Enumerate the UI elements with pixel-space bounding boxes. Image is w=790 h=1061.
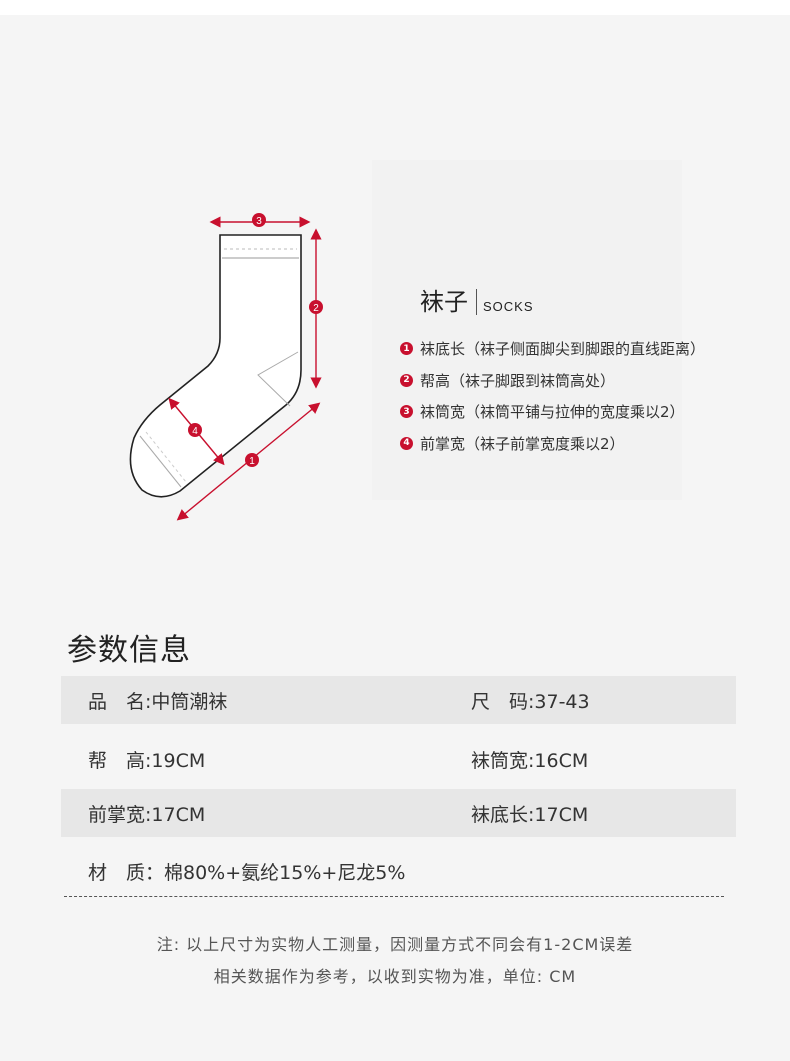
number-badge-icon: 3 — [400, 405, 413, 419]
number-badge-icon: 1 — [400, 342, 413, 356]
info-cell-right: 袜底长:17CM — [471, 803, 589, 826]
legend-item: 1 袜底长（袜子侧面脚尖到脚跟的直线距离） — [400, 333, 705, 365]
legend-title-en: SOCKS — [483, 299, 534, 314]
legend-title-cn: 袜子 — [420, 288, 468, 316]
sock-diagram: 3 2 1 4 — [129, 213, 323, 521]
marker-4: 4 — [188, 423, 202, 437]
info-cell-material: 材 质：棉80%+氨纶15%+尼龙5% — [88, 861, 406, 884]
params-title: 参数信息 — [67, 633, 191, 668]
svg-text:3: 3 — [256, 216, 262, 227]
number-badge-icon: 4 — [400, 436, 413, 450]
marker-1: 1 — [245, 453, 259, 467]
svg-text:2: 2 — [313, 303, 319, 314]
svg-text:4: 4 — [192, 426, 198, 437]
svg-text:1: 1 — [249, 456, 255, 467]
info-cell-right: 尺 码:37-43 — [471, 690, 590, 713]
marker-3: 3 — [252, 213, 266, 227]
note-line-2: 相关数据作为参考，以收到实物为准，单位: CM — [213, 967, 577, 986]
info-cell-left: 品 名:中筒潮袜 — [88, 690, 228, 713]
title-divider — [476, 289, 477, 315]
info-cell-left: 前掌宽:17CM — [88, 803, 206, 826]
info-cell-left: 帮 高:19CM — [88, 749, 206, 772]
marker-2: 2 — [309, 300, 323, 314]
legend-background — [372, 160, 682, 500]
heel-line — [257, 351, 299, 407]
info-row: 材 质：棉80%+氨纶15%+尼龙5% — [61, 847, 736, 895]
legend-item-text: 袜底长（袜子侧面脚尖到脚跟的直线距离） — [420, 340, 706, 359]
info-row: 帮 高:19CM 袜筒宽:16CM — [61, 735, 736, 783]
toe-line — [139, 435, 182, 488]
info-row: 品 名:中筒潮袜 尺 码:37-43 — [61, 676, 736, 724]
legend-title: 袜子 SOCKS — [420, 283, 534, 317]
number-badge-icon: 2 — [400, 373, 413, 387]
legend-item: 3 袜筒宽（袜筒平铺与拉伸的宽度乘以2） — [400, 396, 705, 428]
toe-dash — [145, 431, 187, 483]
legend-item: 4 前掌宽（袜子前掌宽度乘以2） — [400, 428, 705, 460]
note-line-1: 注: 以上尺寸为实物人工测量，因测量方式不同会有1-2CM误差 — [156, 935, 634, 954]
legend-item-text: 帮高（袜子脚跟到袜筒高处） — [420, 371, 616, 390]
legend-item: 2 帮高（袜子脚跟到袜筒高处） — [400, 365, 705, 397]
legend-item-text: 袜筒宽（袜筒平铺与拉伸的宽度乘以2） — [420, 403, 685, 422]
legend-list: 1 袜底长（袜子侧面脚尖到脚跟的直线距离） 2 帮高（袜子脚跟到袜筒高处） 3 … — [400, 333, 705, 459]
sock-outline — [129, 234, 302, 498]
dashed-divider — [64, 896, 724, 897]
info-cell-right: 袜筒宽:16CM — [471, 749, 589, 772]
info-row: 前掌宽:17CM 袜底长:17CM — [61, 789, 736, 837]
legend-item-text: 前掌宽（袜子前掌宽度乘以2） — [420, 434, 625, 453]
